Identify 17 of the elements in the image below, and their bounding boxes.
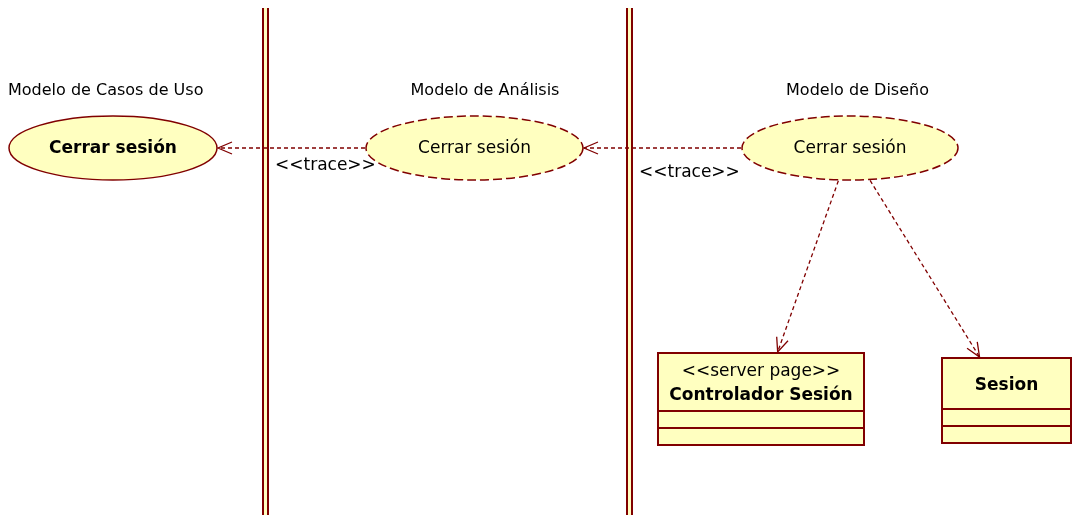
model-heading: Modelo de Análisis <box>410 80 560 99</box>
use-case-name: Cerrar sesión <box>418 136 531 160</box>
trace-arrow <box>583 141 742 155</box>
trace-arrow <box>869 179 981 358</box>
class-box <box>657 352 865 446</box>
class-box <box>941 357 1072 444</box>
trace-arrow <box>776 180 839 353</box>
stereotype: <<server page>> <box>681 359 841 382</box>
use-case-ellipse <box>8 115 218 181</box>
model-heading: Modelo de Diseño <box>786 80 929 99</box>
class-name: Sesion <box>974 372 1039 396</box>
use-case-name: Cerrar sesión <box>793 136 907 160</box>
use-case-name: Cerrar sesión <box>49 136 177 160</box>
model-heading: Modelo de Casos de Uso <box>8 80 204 99</box>
use-case-ellipse <box>741 115 959 181</box>
class-name: Controlador Sesión <box>669 383 853 406</box>
trace-arrow <box>217 141 366 155</box>
